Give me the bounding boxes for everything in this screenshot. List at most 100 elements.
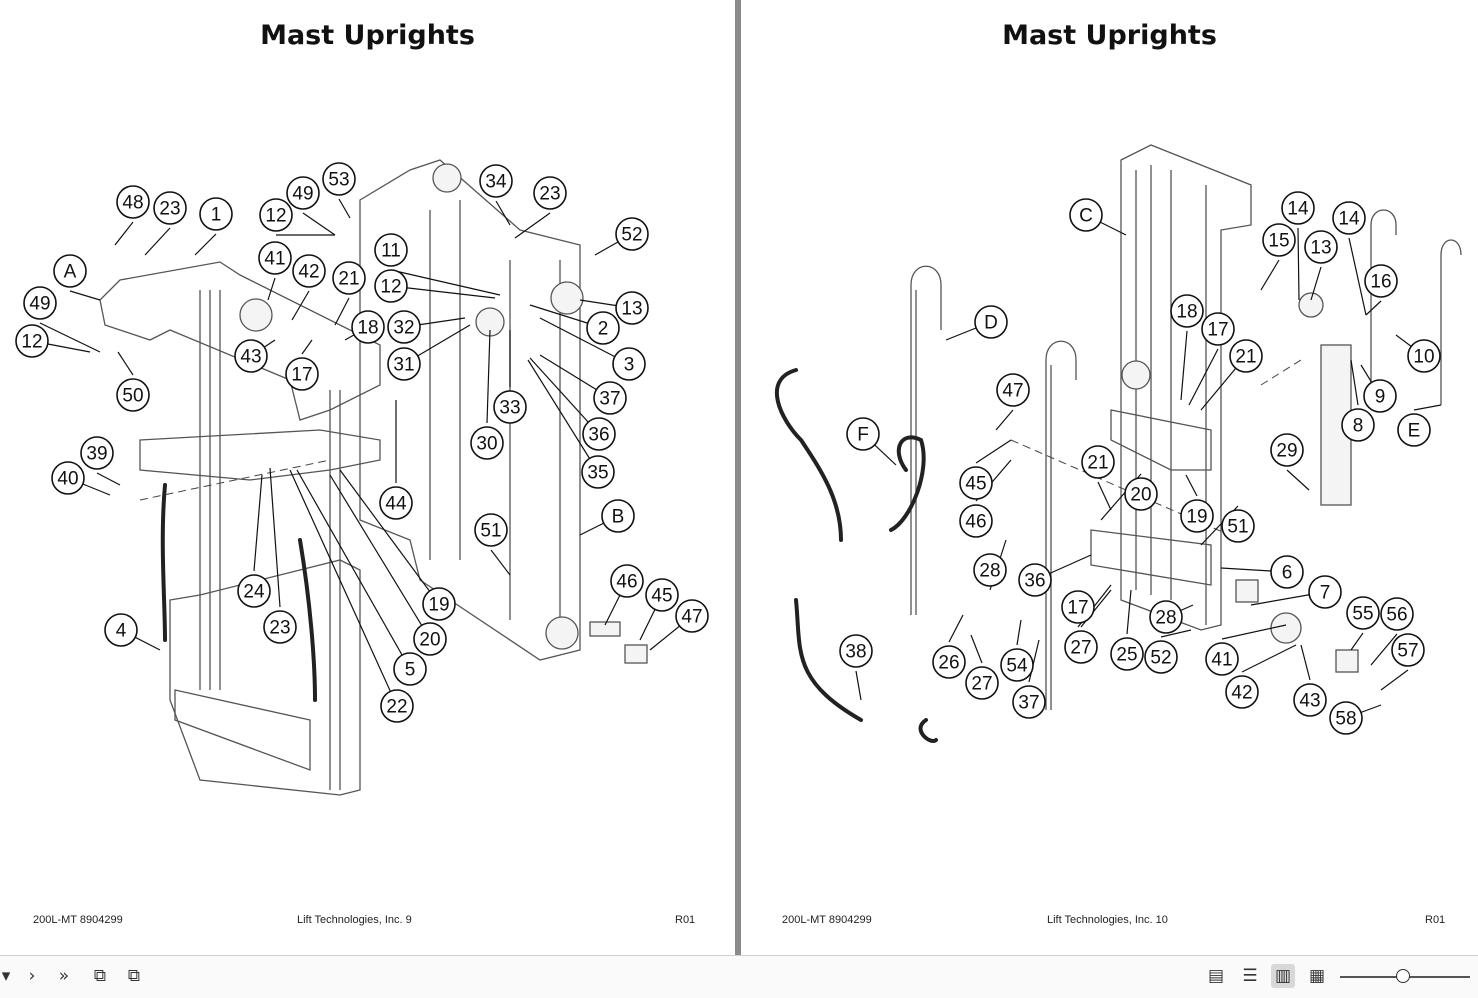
svg-text:27: 27 [971,674,992,695]
callout-leader [334,297,350,326]
callout-38: 38 [839,634,873,668]
dropdown-icon[interactable]: ▾ [1,966,11,986]
svg-text:48: 48 [122,193,143,214]
svg-text:43: 43 [1299,691,1320,712]
callout-D: D [974,305,1008,339]
svg-text:A: A [64,262,77,283]
svg-text:18: 18 [1176,302,1197,323]
callout-leader [114,221,134,246]
callout-F: F [846,417,880,451]
svg-text:23: 23 [159,199,180,220]
callout-40: 40 [51,461,85,495]
svg-text:46: 46 [965,512,986,533]
callout-44: 44 [379,486,413,520]
callout-leader [1028,639,1040,683]
two-page-continuous-icon[interactable]: ▦ [1308,966,1326,986]
callout-41: 41 [258,241,292,275]
svg-text:29: 29 [1276,441,1297,462]
callout-20: 20 [413,622,447,656]
callout-2: 2 [586,311,620,345]
callout-45: 45 [645,578,679,612]
callout-36: 36 [1018,563,1052,597]
callout-11: 11 [374,233,408,267]
callout-51: 51 [1221,509,1255,543]
callout-leader [486,329,491,424]
svg-text:38: 38 [845,642,866,663]
svg-text:16: 16 [1370,272,1391,293]
callout-52: 52 [615,217,649,251]
continuous-page-icon[interactable]: ☰ [1242,966,1258,986]
callout-leader [1016,619,1022,646]
svg-text:D: D [984,313,998,334]
callout-25: 25 [1110,637,1144,671]
svg-text:46: 46 [616,572,637,593]
svg-text:35: 35 [587,463,608,484]
callout-leader [1413,404,1442,411]
last-page-icon[interactable]: » [58,966,70,986]
callout-leader [253,474,263,572]
callout-leader [390,269,501,296]
callout-leader [529,357,600,435]
svg-text:21: 21 [338,269,359,290]
callout-A: A [53,254,87,288]
svg-text:15: 15 [1268,231,1289,252]
callout-43: 43 [234,339,268,373]
callout-leader [855,670,862,701]
callout-B: B [601,499,635,533]
callout-leader [1380,669,1409,691]
svg-text:23: 23 [269,618,290,639]
svg-text:3: 3 [624,355,635,376]
callout-46: 46 [959,504,993,538]
callout-19: 19 [422,587,456,621]
callout-35: 35 [581,455,615,489]
callout-49: 49 [286,176,320,210]
callout-23: 23 [533,176,567,210]
svg-text:21: 21 [1235,347,1256,368]
svg-text:47: 47 [1002,381,1023,402]
svg-text:30: 30 [476,434,497,455]
svg-text:58: 58 [1335,709,1356,730]
single-page-icon[interactable]: ▤ [1207,966,1225,986]
callout-14: 14 [1281,191,1315,225]
svg-text:7: 7 [1320,583,1331,604]
svg-text:21: 21 [1087,453,1108,474]
zoom-slider-thumb[interactable] [1396,969,1410,983]
footer-revision: R01 [1425,914,1446,926]
svg-text:27: 27 [1070,638,1091,659]
callout-30: 30 [470,426,504,460]
callout-21: 21 [1081,445,1115,479]
callout-49: 49 [23,286,57,320]
svg-text:45: 45 [965,474,986,495]
callout-leader [1286,469,1310,491]
callout-20: 20 [1124,477,1158,511]
rotate-icon[interactable]: ⧉ [93,966,107,986]
callout-50: 50 [116,378,150,412]
callout-27: 27 [965,666,999,700]
callout-33: 33 [493,390,527,424]
svg-text:17: 17 [1207,320,1228,341]
footer-doc-id: 200L-MT 8904299 [33,914,123,926]
callout-12: 12 [259,198,293,232]
callout-leader [490,549,511,576]
svg-text:52: 52 [1150,648,1171,669]
callout-43: 43 [1293,683,1327,717]
callout-37: 37 [593,381,627,415]
svg-text:50: 50 [122,386,143,407]
callout-28: 28 [973,553,1007,587]
svg-text:2: 2 [598,319,609,340]
callout-leader [1348,237,1367,316]
svg-text:12: 12 [21,332,42,353]
callout-15: 15 [1262,223,1296,257]
svg-text:42: 42 [298,262,319,283]
rotate-alt-icon[interactable]: ⧉ [127,966,141,986]
callout-13: 13 [615,291,649,325]
svg-text:17: 17 [291,365,312,386]
callout-39: 39 [80,436,114,470]
callout-23: 23 [153,191,187,225]
mast-carriage-drawing [99,159,648,796]
svg-text:52: 52 [621,225,642,246]
two-page-icon[interactable]: ▥ [1271,964,1295,988]
next-page-icon[interactable]: › [28,966,36,986]
svg-text:18: 18 [357,318,378,339]
